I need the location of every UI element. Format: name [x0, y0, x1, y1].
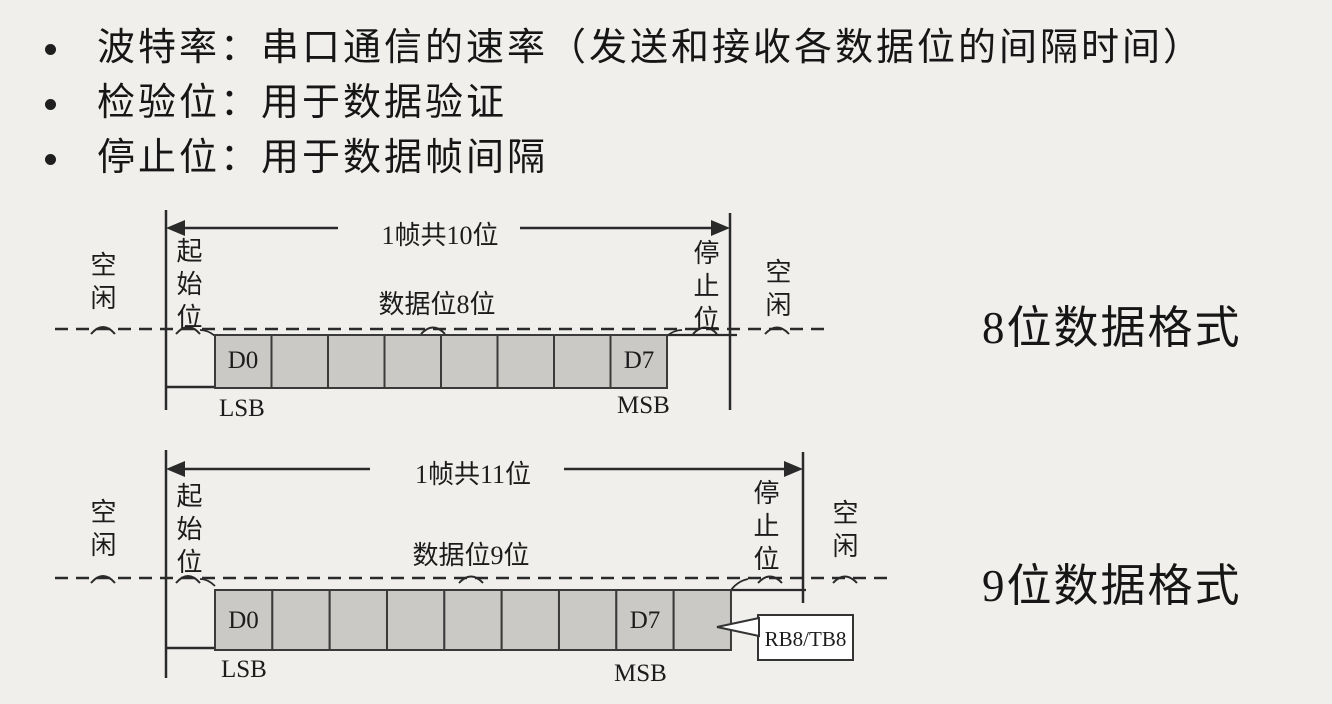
bit-box	[214, 334, 273, 389]
bullet-text-stop: 停止位：用于数据帧间隔	[97, 137, 549, 179]
msb-label: MSB	[617, 392, 670, 419]
bit-box	[553, 334, 612, 389]
bit-d7-label: D7	[629, 607, 661, 634]
bit-box	[609, 334, 668, 389]
frame-length-label: 1帧共11位	[414, 460, 532, 489]
data-bit-boxes	[214, 334, 668, 389]
idle-left-label: 空闲	[87, 251, 116, 317]
bullet-text-baud: 波特率：串口通信的速率（发送和接收各数据位的间隔时间）	[97, 27, 1205, 69]
arrowhead-left-icon	[166, 220, 185, 236]
idle-right-label: 空闲	[829, 499, 858, 565]
signal-transition-curves	[199, 578, 749, 591]
data-bits-label: 数据位8位	[378, 290, 496, 319]
bit-box	[557, 589, 618, 651]
lsb-label: LSB	[219, 395, 265, 422]
bit-box	[385, 589, 446, 651]
bullet-item: 停止位：用于数据帧间隔	[40, 132, 1330, 187]
bit-box	[214, 589, 274, 651]
frame-diagram-9bit	[55, 450, 895, 678]
stop-bit-label: 停止位	[750, 479, 779, 578]
bit-box	[327, 334, 386, 389]
rb8-tb8-label: RB8/TB8	[764, 627, 847, 651]
callout-pointer-icon	[716, 616, 760, 638]
bit-box	[271, 589, 331, 651]
format-title-8bit: 8位数据格式	[982, 303, 1242, 353]
start-bit-label: 起始位	[173, 482, 202, 581]
bit-box	[328, 589, 388, 651]
bullet-icon	[45, 44, 56, 55]
lsb-label: LSB	[221, 656, 267, 683]
arrowhead-right-icon	[711, 220, 730, 236]
bit-box	[672, 589, 732, 651]
dash-hooks	[90, 326, 790, 335]
bullet-icon	[45, 154, 56, 165]
arrowhead-left-icon	[166, 461, 185, 477]
bullet-icon	[45, 99, 56, 110]
format-title-9bit: 9位数据格式	[982, 561, 1242, 611]
bit-box	[440, 334, 499, 389]
bullet-text-parity: 检验位：用于数据验证	[97, 82, 508, 124]
bit-d0-label: D0	[227, 347, 259, 374]
frame-length-label: 1帧共10位	[381, 221, 499, 250]
start-bit-label: 起始位	[173, 237, 202, 336]
data-bits-label: 数据位9位	[412, 541, 530, 570]
bit-d0-label: D0	[228, 607, 259, 634]
bit-box	[496, 334, 555, 389]
frame-diagram-8bit	[55, 210, 830, 410]
idle-right-label: 空闲	[762, 258, 791, 324]
arrowhead-right-icon	[784, 461, 803, 477]
bit-box	[443, 589, 503, 651]
bit-box	[500, 589, 560, 651]
bullet-item: 检验位：用于数据验证	[40, 77, 1330, 132]
dash-hooks	[90, 575, 858, 584]
bullet-list: 波特率：串口通信的速率（发送和接收各数据位的间隔时间） 检验位：用于数据验证 停…	[40, 22, 1330, 187]
data-bit-boxes	[214, 589, 732, 651]
bit-box	[383, 334, 442, 389]
stop-bit-label: 停止位	[690, 239, 719, 338]
bit-d7-label: D7	[623, 347, 655, 374]
msb-label: MSB	[614, 660, 667, 687]
bit-box	[615, 589, 675, 651]
bit-box	[270, 334, 329, 389]
callout-box	[757, 614, 854, 661]
bullet-item: 波特率：串口通信的速率（发送和接收各数据位的间隔时间）	[40, 22, 1330, 77]
idle-left-label: 空闲	[87, 498, 116, 564]
